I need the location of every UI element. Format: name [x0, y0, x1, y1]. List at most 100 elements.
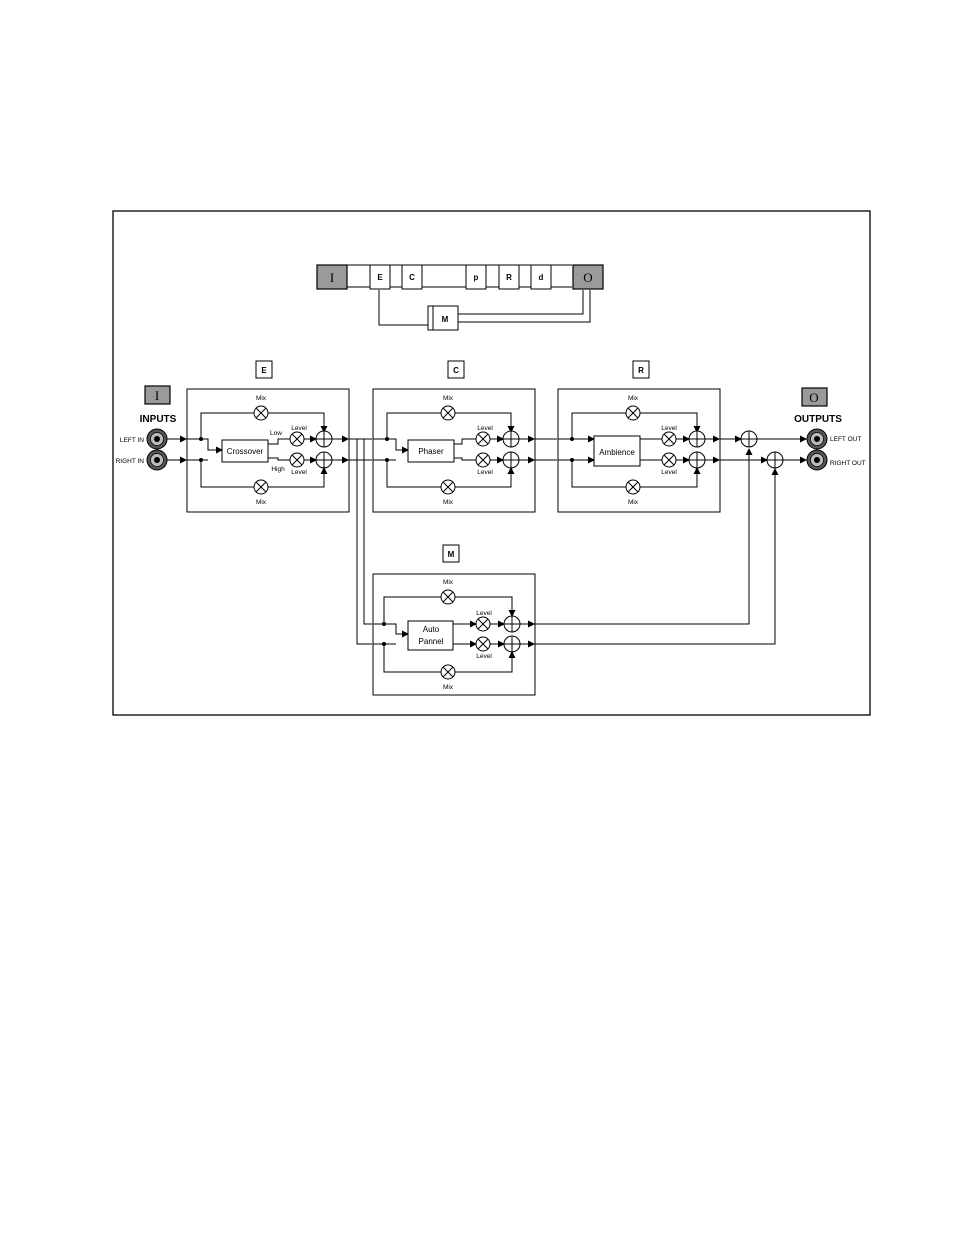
- module-r-sum-top-icon: [688, 430, 706, 448]
- final-sum-right-icon: [766, 451, 784, 469]
- module-m-tag: [442, 544, 460, 563]
- high-label: High: [271, 466, 285, 473]
- module-e-tag: [255, 360, 273, 379]
- module-c-mix-top-label: Mix: [443, 395, 454, 402]
- routing-chain: I E C p R d O M: [316, 264, 604, 331]
- module-r-mix-top-icon: [625, 405, 641, 421]
- crossover-block: [221, 439, 269, 463]
- module-m-level-bottom-label: Level: [476, 653, 492, 660]
- module-r: R Ambience Mix Mix Level Level: [557, 360, 721, 513]
- module-m-level-top-label: Level: [476, 610, 492, 617]
- routing-lines-m: [535, 448, 779, 645]
- input-tag-box: [144, 385, 171, 405]
- chain-block-r-label: R: [506, 273, 512, 282]
- module-c: C Phaser Mix Mix Level Level: [372, 360, 536, 513]
- routing-lines-c: [535, 438, 557, 461]
- inputs-label: INPUTS: [140, 414, 177, 425]
- module-m-mix-bottom-label: Mix: [443, 684, 454, 691]
- left-out-label: LEFT OUT: [830, 436, 861, 443]
- inputs-section: I INPUTS LEFT IN RIGHT IN: [116, 385, 187, 471]
- module-e-level-top-icon: [289, 431, 305, 447]
- module-e-sum-top-icon: [315, 430, 333, 448]
- module-c-level-top-label: Level: [477, 425, 493, 432]
- module-e-mix-top-icon: [253, 405, 269, 421]
- phaser-block: [407, 439, 455, 463]
- module-m-level-top-icon: [475, 616, 491, 632]
- right-in-label: RIGHT IN: [116, 458, 145, 465]
- module-c-level-bottom-icon: [475, 452, 491, 468]
- module-e-mix-bottom-icon: [253, 479, 269, 495]
- module-e-tag-label: E: [261, 366, 267, 375]
- module-c-mix-bottom-icon: [440, 479, 456, 495]
- ambience-block: [593, 435, 641, 467]
- chain-block-m-label: M: [442, 315, 449, 324]
- chain-block-p-label: p: [474, 273, 479, 282]
- module-m-mix-bottom-icon: [440, 664, 456, 680]
- chain-block-c: [401, 264, 423, 290]
- module-e: E Crossover Low High Mix Mix Level: [186, 360, 350, 513]
- module-e-mix-top-label: Mix: [256, 395, 267, 402]
- final-sum-left-icon: [740, 430, 758, 448]
- right-out-jack-icon: [806, 449, 828, 471]
- module-r-mix-bottom-label: Mix: [628, 499, 639, 506]
- left-out-jack-icon: [806, 428, 828, 450]
- auto-pannel-label-line2: Pannel: [419, 637, 444, 646]
- module-m-tag-label: M: [448, 550, 455, 559]
- chain-output-block: [572, 264, 604, 290]
- output-tag-box: [801, 387, 828, 407]
- module-r-mix-top-label: Mix: [628, 395, 639, 402]
- module-r-tag-label: R: [638, 366, 644, 375]
- module-m-level-bottom-icon: [475, 636, 491, 652]
- chain-input-label: I: [330, 270, 334, 285]
- phaser-label: Phaser: [418, 447, 444, 456]
- diagram-frame: [112, 210, 871, 716]
- module-m-mix-top-icon: [440, 589, 456, 605]
- module-r-level-top-label: Level: [661, 425, 677, 432]
- left-in-label: LEFT IN: [120, 437, 144, 444]
- outputs-label: OUTPUTS: [794, 414, 842, 425]
- low-label: Low: [270, 430, 282, 437]
- module-r-level-bottom-icon: [661, 452, 677, 468]
- crossover-label: Crossover: [227, 447, 264, 456]
- left-in-jack-icon: [146, 428, 168, 450]
- module-e-level-bottom-icon: [289, 452, 305, 468]
- module-r-sum-bottom-icon: [688, 451, 706, 469]
- module-r-mix-bottom-icon: [625, 479, 641, 495]
- module-m-sum-bottom-icon: [503, 635, 521, 653]
- module-m-sum-top-icon: [503, 615, 521, 633]
- chain-block-p: [465, 264, 487, 290]
- module-e-sum-bottom-icon: [315, 451, 333, 469]
- routing-lines-e: [349, 438, 372, 645]
- chain-block-d-label: d: [539, 273, 544, 282]
- chain-block-e-label: E: [377, 273, 383, 282]
- module-c-sum-bottom-icon: [502, 451, 520, 469]
- module-c-tag: [447, 360, 465, 379]
- module-e-mix-bottom-label: Mix: [256, 499, 267, 506]
- module-c-mix-bottom-label: Mix: [443, 499, 454, 506]
- chain-block-e: [369, 264, 391, 290]
- chain-output-label: O: [583, 270, 592, 285]
- module-r-level-bottom-label: Level: [661, 469, 677, 476]
- module-c-tag-label: C: [453, 366, 459, 375]
- module-m: M Auto Pannel Mix Mix Level Le: [372, 544, 536, 696]
- chain-block-c-label: C: [409, 273, 415, 282]
- module-m-mix-top-label: Mix: [443, 579, 454, 586]
- right-out-label: RIGHT OUT: [830, 460, 866, 467]
- module-c-sum-top-icon: [502, 430, 520, 448]
- auto-pannel-block: [407, 620, 454, 651]
- module-c-level-bottom-label: Level: [477, 469, 493, 476]
- module-c-level-top-icon: [475, 431, 491, 447]
- module-r-tag: [632, 360, 650, 379]
- module-c-mix-top-icon: [440, 405, 456, 421]
- module-e-level-bottom-label: Level: [291, 469, 307, 476]
- ambience-label: Ambience: [599, 448, 635, 457]
- outputs-section: O OUTPUTS LEFT OUT RIGHT OUT: [720, 387, 866, 471]
- chain-input-block: [316, 264, 348, 290]
- chain-block-r: [498, 264, 520, 290]
- module-e-level-top-label: Level: [291, 425, 307, 432]
- right-in-jack-icon: [146, 449, 168, 471]
- output-tag-label: O: [809, 390, 818, 405]
- auto-pannel-label-line1: Auto: [423, 625, 440, 634]
- chain-block-d: [530, 264, 552, 290]
